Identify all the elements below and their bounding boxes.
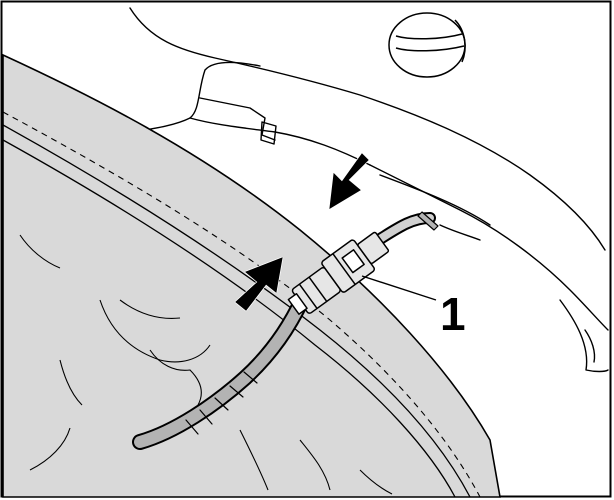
arrow-down-left-icon (328, 152, 370, 210)
screw-head-icon (388, 12, 466, 78)
harness-tape-wraps (185, 371, 258, 435)
callout-label-1: 1 (440, 288, 466, 340)
arrow-up-right-icon (234, 256, 284, 312)
callout-leader-line (361, 275, 437, 301)
electrical-connector (287, 231, 390, 315)
wiring-harness (132, 211, 439, 450)
